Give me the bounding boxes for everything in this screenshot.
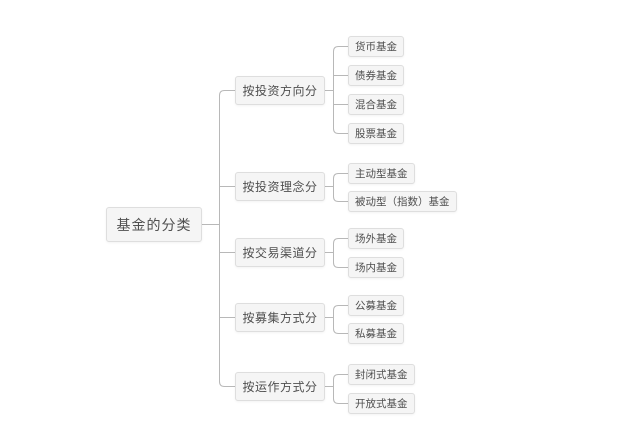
mindmap-root-node: 基金的分类 bbox=[106, 207, 202, 242]
connector-group4-trunk bbox=[333, 305, 348, 334]
mindmap-leaf-exchange-fund: 场内基金 bbox=[348, 257, 404, 278]
mindmap-leaf-stock-fund: 股票基金 bbox=[348, 123, 404, 144]
mindmap-leaf-closed-end-fund: 封闭式基金 bbox=[348, 364, 415, 385]
mindmap-leaf-active-fund: 主动型基金 bbox=[348, 163, 415, 184]
mindmap-branch-investment-philosophy: 按投资理念分 bbox=[235, 172, 325, 201]
mindmap-leaf-money-fund: 货币基金 bbox=[348, 36, 404, 57]
connector-main-trunk bbox=[219, 90, 235, 387]
mindmap-branch-fundraising-method: 按募集方式分 bbox=[235, 303, 325, 332]
mindmap-leaf-mixed-fund: 混合基金 bbox=[348, 94, 404, 115]
mindmap-branch-investment-direction: 按投资方向分 bbox=[235, 76, 325, 105]
mindmap-leaf-open-end-fund: 开放式基金 bbox=[348, 393, 415, 414]
mindmap-leaf-private-fund: 私募基金 bbox=[348, 323, 404, 344]
mindmap-branch-operation-mode: 按运作方式分 bbox=[235, 372, 325, 401]
mindmap-leaf-public-fund: 公募基金 bbox=[348, 295, 404, 316]
connector-group5-trunk bbox=[333, 374, 348, 404]
connector-group1-trunk bbox=[333, 46, 348, 134]
mindmap-leaf-passive-index-fund: 被动型（指数）基金 bbox=[348, 191, 457, 212]
connector-group2-trunk bbox=[333, 173, 348, 202]
mindmap-leaf-bond-fund: 债券基金 bbox=[348, 65, 404, 86]
mindmap-leaf-otc-fund: 场外基金 bbox=[348, 228, 404, 249]
mindmap-branch-trading-channel: 按交易渠道分 bbox=[235, 238, 325, 267]
connector-group3-trunk bbox=[333, 238, 348, 268]
